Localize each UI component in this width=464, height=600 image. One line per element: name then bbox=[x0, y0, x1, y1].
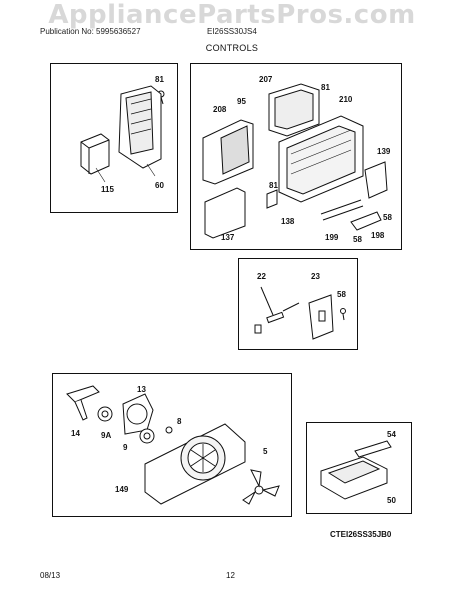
label-81b: 81 bbox=[269, 181, 278, 190]
tray-part bbox=[320, 456, 388, 500]
label-139: 139 bbox=[377, 147, 391, 156]
nut-part bbox=[165, 426, 173, 434]
control-housing-part bbox=[278, 115, 364, 203]
fan-blade-part bbox=[242, 469, 280, 505]
label-13: 13 bbox=[137, 385, 146, 394]
label-95: 95 bbox=[237, 97, 246, 106]
switch-part bbox=[308, 294, 334, 340]
air-duct-part bbox=[268, 83, 320, 137]
label-58: 58 bbox=[337, 290, 346, 299]
panel-bottom-right: 54 50 bbox=[306, 422, 412, 514]
label-50: 50 bbox=[387, 496, 396, 505]
model-number: EI26SS30JS4 bbox=[207, 27, 257, 36]
fan-bracket-part bbox=[66, 385, 100, 421]
fan-motor-part bbox=[122, 393, 154, 435]
fan-shroud-part bbox=[144, 423, 246, 505]
label-198: 198 bbox=[371, 231, 385, 240]
module-part bbox=[80, 133, 110, 175]
label-8: 8 bbox=[177, 417, 182, 426]
grommet-part bbox=[139, 428, 155, 444]
panel-top-left: 81 60 115 bbox=[50, 63, 178, 213]
screw-part bbox=[340, 308, 346, 321]
label-5: 5 bbox=[263, 447, 268, 456]
label-137: 137 bbox=[221, 233, 235, 242]
thermistor-part bbox=[364, 161, 388, 199]
panel-bottom-left-drawing: 13 14 9A 8 9 5 149 bbox=[66, 385, 280, 505]
label-14: 14 bbox=[71, 429, 80, 438]
label-58a: 58 bbox=[383, 213, 392, 222]
label-22: 22 bbox=[257, 272, 266, 281]
label-199: 199 bbox=[325, 233, 339, 242]
panel-bottom-left: 13 14 9A 8 9 5 149 bbox=[52, 373, 292, 517]
page-number: 12 bbox=[226, 571, 235, 580]
label-207: 207 bbox=[259, 75, 273, 84]
footer-date: 08/13 bbox=[40, 571, 61, 580]
panel-top-right: 207 81 210 208 95 139 81 138 58 137 199 … bbox=[190, 63, 402, 250]
watermark: AppliancePartsPros.com bbox=[48, 0, 416, 30]
label-23: 23 bbox=[311, 272, 320, 281]
publication-number: Publication No: 5995636527 bbox=[40, 27, 141, 36]
control-board-part bbox=[204, 187, 246, 239]
label-60: 60 bbox=[155, 181, 164, 190]
panel-middle-drawing: 22 23 58 bbox=[254, 272, 346, 340]
label-138: 138 bbox=[281, 217, 295, 226]
wire-harness-part bbox=[254, 286, 300, 334]
label-208: 208 bbox=[213, 105, 227, 114]
label-81a: 81 bbox=[321, 83, 330, 92]
bracket-part bbox=[266, 189, 278, 209]
housing-part bbox=[118, 85, 162, 169]
heater-cover-part bbox=[350, 211, 382, 231]
label-9: 9 bbox=[123, 443, 128, 452]
panel-top-right-drawing: 207 81 210 208 95 139 81 138 58 137 199 … bbox=[202, 75, 392, 244]
filter-frame-part bbox=[202, 119, 254, 185]
label-54: 54 bbox=[387, 430, 396, 439]
panel-middle: 22 23 58 bbox=[238, 258, 358, 350]
label-149: 149 bbox=[115, 485, 129, 494]
diagram-code: CTEI26SS35JB0 bbox=[330, 530, 392, 539]
panel-top-left-drawing: 81 60 115 bbox=[80, 75, 165, 194]
strip-part bbox=[354, 440, 392, 458]
label-81: 81 bbox=[155, 75, 164, 84]
label-210: 210 bbox=[339, 95, 353, 104]
heater-part bbox=[320, 199, 364, 221]
label-58b: 58 bbox=[353, 235, 362, 244]
motor-part bbox=[97, 406, 113, 422]
label-9a: 9A bbox=[101, 431, 111, 440]
section-title: CONTROLS bbox=[205, 43, 259, 53]
label-115: 115 bbox=[101, 185, 114, 194]
panel-bottom-right-drawing: 54 50 bbox=[320, 430, 396, 505]
